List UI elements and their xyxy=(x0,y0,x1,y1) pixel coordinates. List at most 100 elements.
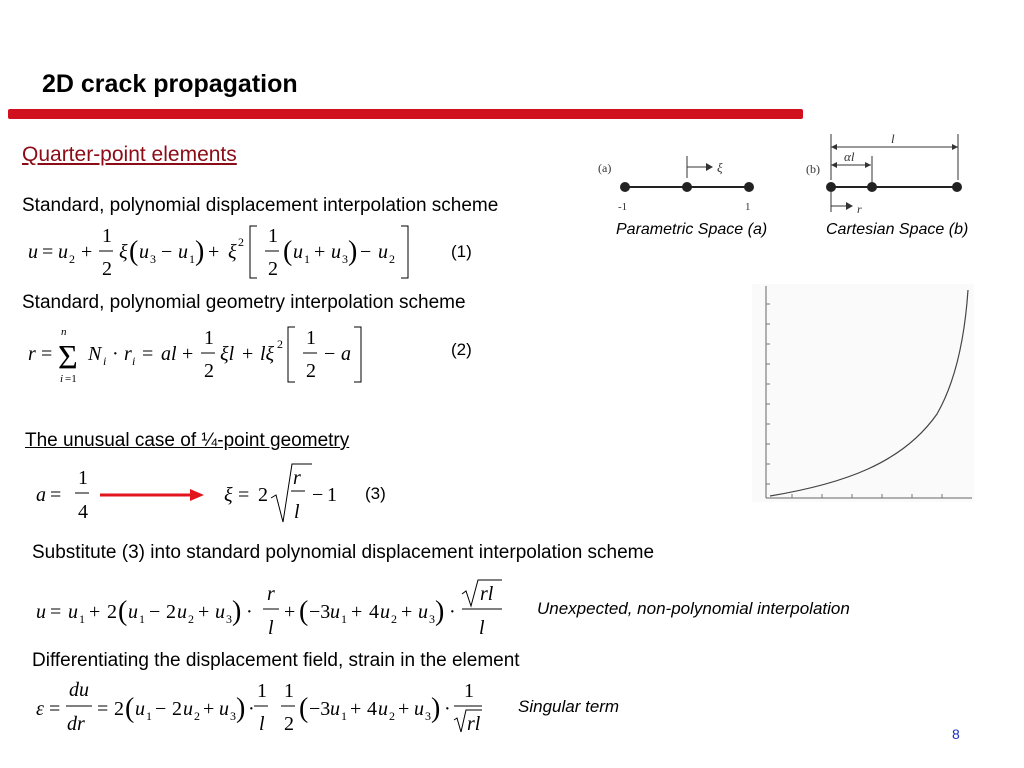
svg-text:(: ( xyxy=(129,236,138,267)
svg-text:2: 2 xyxy=(188,612,194,626)
svg-text:u: u xyxy=(378,698,388,720)
svg-text:ξ: ξ xyxy=(224,484,233,506)
svg-text:−3: −3 xyxy=(309,698,330,720)
svg-text:(: ( xyxy=(283,236,292,267)
svg-text:(: ( xyxy=(118,596,127,627)
svg-text:(: ( xyxy=(125,693,134,724)
differentiating-text: Differentiating the displacement field, … xyxy=(32,650,520,671)
svg-text:=: = xyxy=(41,343,52,365)
svg-text:3: 3 xyxy=(342,252,348,266)
svg-text:a: a xyxy=(341,343,351,365)
svg-text:3: 3 xyxy=(429,612,435,626)
svg-text:i: i xyxy=(103,354,106,368)
svg-text:−: − xyxy=(360,241,371,263)
svg-text:ξl: ξl xyxy=(220,343,235,365)
svg-text:1: 1 xyxy=(268,225,278,247)
svg-text:1: 1 xyxy=(464,680,474,702)
svg-text:=: = xyxy=(97,698,108,720)
svg-text:u: u xyxy=(58,241,68,263)
svg-text:ε: ε xyxy=(36,698,44,720)
mapping-curve xyxy=(769,289,969,497)
title-divider-bar xyxy=(8,109,803,119)
svg-text:2: 2 xyxy=(284,713,294,735)
equation-2-number: (2) xyxy=(451,340,472,359)
svg-text:l: l xyxy=(268,617,274,639)
svg-text:1: 1 xyxy=(78,467,88,489)
svg-text:2: 2 xyxy=(391,612,397,626)
svg-text:2: 2 xyxy=(268,258,278,280)
svg-text:3: 3 xyxy=(425,709,431,723)
section-heading: Quarter-point elements xyxy=(22,143,237,166)
svg-text:+: + xyxy=(401,601,412,623)
svg-text:2: 2 xyxy=(69,252,75,266)
svg-text:2: 2 xyxy=(194,709,200,723)
equation-3-number: (3) xyxy=(365,484,386,503)
page-number: 8 xyxy=(952,726,960,742)
substitute-text: Substitute (3) into standard polynomial … xyxy=(32,542,655,563)
parametric-space-caption: Parametric Space (a) xyxy=(616,221,768,238)
svg-text:+: + xyxy=(351,601,362,623)
svg-text:=: = xyxy=(142,343,153,365)
svg-text:2: 2 xyxy=(166,601,176,623)
cartesian-space-figure: (b) l αl r xyxy=(806,131,962,216)
svg-text:u: u xyxy=(128,601,138,623)
svg-text:+: + xyxy=(89,601,100,623)
svg-text:(: ( xyxy=(299,693,308,724)
svg-text:u: u xyxy=(378,241,388,263)
svg-text:r: r xyxy=(124,343,132,365)
svg-text:2: 2 xyxy=(114,698,124,720)
svg-text:): ) xyxy=(435,596,444,627)
svg-text:2: 2 xyxy=(204,360,214,382)
svg-text:1: 1 xyxy=(284,680,294,702)
svg-text:2: 2 xyxy=(389,252,395,266)
svg-text:−3: −3 xyxy=(309,601,330,623)
svg-text:·: · xyxy=(246,601,253,623)
svg-text:u: u xyxy=(215,601,225,623)
plot-x-ticks xyxy=(791,494,943,498)
svg-text:u: u xyxy=(293,241,303,263)
parametric-space-figure: (a) ξ -1 1 xyxy=(598,156,754,213)
svg-text:): ) xyxy=(431,693,440,724)
svg-text:+: + xyxy=(350,698,361,720)
non-polynomial-note: Unexpected, non-polynomial interpolation xyxy=(537,599,850,618)
svg-text:1: 1 xyxy=(341,709,347,723)
svg-text:=: = xyxy=(50,601,61,623)
slide-title: 2D crack propagation xyxy=(42,70,298,98)
svg-text:+: + xyxy=(182,343,193,365)
svg-text:+: + xyxy=(398,698,409,720)
svg-text:1: 1 xyxy=(79,612,85,626)
svg-text:): ) xyxy=(348,236,357,267)
svg-text:+: + xyxy=(208,241,219,263)
svg-text:): ) xyxy=(232,596,241,627)
svg-text:2: 2 xyxy=(389,709,395,723)
svg-text:=: = xyxy=(49,698,60,720)
figure-a-tag: (a) xyxy=(598,161,611,175)
svg-text:rl: rl xyxy=(467,713,481,735)
svg-text:Σ: Σ xyxy=(58,339,78,376)
svg-text:l: l xyxy=(294,501,300,523)
svg-text:·: · xyxy=(444,698,451,720)
svg-text:4: 4 xyxy=(369,601,379,623)
svg-text:+: + xyxy=(242,343,253,365)
tick-one: 1 xyxy=(745,201,751,213)
svg-text:u: u xyxy=(330,698,340,720)
svg-text:du: du xyxy=(69,679,89,701)
svg-text:i: i xyxy=(60,373,63,385)
svg-text:r: r xyxy=(293,467,301,489)
svg-text:r: r xyxy=(267,583,275,605)
svg-text:·: · xyxy=(248,698,255,720)
svg-text:u: u xyxy=(177,601,187,623)
svg-text:+: + xyxy=(198,601,209,623)
equation-3: a = 1 4 ξ = 2 r l − 1 xyxy=(36,463,337,523)
svg-text:a: a xyxy=(36,484,46,506)
geometry-mapping-plot xyxy=(752,284,974,502)
displacement-scheme-text: Standard, polynomial displacement interp… xyxy=(22,195,499,216)
svg-text:u: u xyxy=(183,698,193,720)
svg-text:1: 1 xyxy=(102,225,112,247)
svg-text:ξ: ξ xyxy=(119,241,128,263)
svg-text:u: u xyxy=(418,601,428,623)
svg-text:−: − xyxy=(155,698,166,720)
svg-text:2: 2 xyxy=(172,698,182,720)
